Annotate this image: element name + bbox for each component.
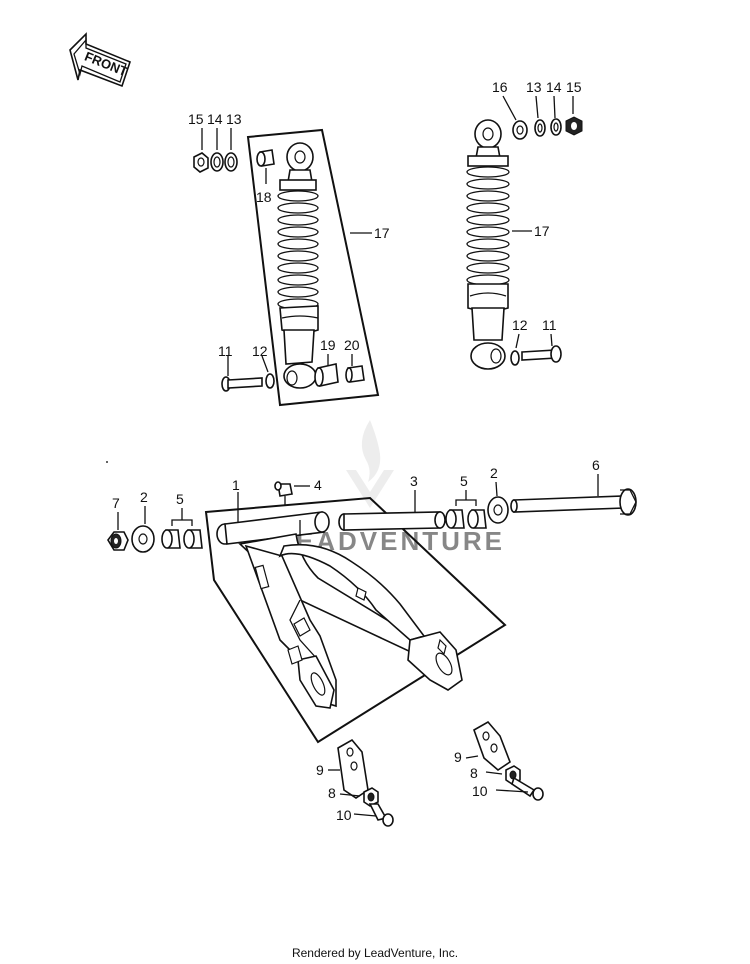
bushing-5-right-a xyxy=(445,509,465,529)
collar-18 xyxy=(256,149,275,167)
left-nut-15 xyxy=(193,152,209,173)
chain-adjuster-9-left xyxy=(337,738,369,799)
callout-13-left: 13 xyxy=(226,111,242,127)
grease-fitting-4 xyxy=(274,481,293,506)
nut-7 xyxy=(107,531,129,551)
callout-7: 7 xyxy=(112,495,120,511)
callout-14-left: 14 xyxy=(207,111,223,127)
callout-17-right: 17 xyxy=(534,223,550,239)
right-washer-13 xyxy=(534,119,546,137)
callout-16: 16 xyxy=(492,79,508,95)
callout-15-left: 15 xyxy=(188,111,204,127)
callout-8-left: 8 xyxy=(328,785,336,801)
left-shock-17 xyxy=(277,142,319,389)
callout-18: 18 xyxy=(256,189,272,205)
callout-2-left: 2 xyxy=(140,489,148,505)
bolt-10-right xyxy=(511,776,544,801)
callout-15-right: 15 xyxy=(566,79,582,95)
right-washer-16 xyxy=(512,120,528,140)
callout-1: 1 xyxy=(232,477,240,493)
left-washer-14 xyxy=(210,152,224,172)
bolt-10-left xyxy=(368,803,394,827)
front-arrow: FRONT xyxy=(69,32,131,88)
chain-adjuster-9-right xyxy=(473,720,511,772)
right-nut-15 xyxy=(565,116,583,136)
left-bolt-11 xyxy=(221,376,263,392)
callout-11-left: 11 xyxy=(218,343,233,359)
callout-17-left: 17 xyxy=(374,225,390,241)
callout-4: 4 xyxy=(314,477,322,493)
pivot-tube-3 xyxy=(338,511,446,531)
watermark-logo: LEADVENTURE xyxy=(277,420,502,556)
callout-11-right: 11 xyxy=(542,317,557,333)
left-shock-frame xyxy=(246,128,380,407)
swingarm-1 xyxy=(216,511,463,709)
right-washer-12 xyxy=(510,350,520,366)
callout-12-right: 12 xyxy=(512,317,528,333)
callout-14-right: 14 xyxy=(546,79,562,95)
right-bolt-11 xyxy=(521,345,562,363)
callout-9-right: 9 xyxy=(454,749,462,765)
bushing-19 xyxy=(314,363,339,387)
left-washer-13 xyxy=(224,152,238,172)
washer-2-right xyxy=(487,496,509,524)
callout-6: 6 xyxy=(592,457,600,473)
swingarm-frame xyxy=(204,496,507,744)
nut-8-left xyxy=(363,787,379,807)
bushing-5-right-b xyxy=(467,509,487,529)
right-washer-14 xyxy=(550,118,562,136)
callout-13-right: 13 xyxy=(526,79,542,95)
pivot-bolt-6 xyxy=(510,488,637,516)
bushing-20 xyxy=(345,365,365,383)
bushing-5-left-b xyxy=(183,529,203,549)
callout-3: 3 xyxy=(410,473,418,489)
callout-8-right: 8 xyxy=(470,765,478,781)
left-washer-12 xyxy=(265,373,275,389)
callout-2-right: 2 xyxy=(490,465,498,481)
callouts: 15 14 13 18 17 11 12 19 20 16 13 14 15 1… xyxy=(112,79,600,823)
callout-10-right: 10 xyxy=(472,783,488,799)
bushing-5-left-a xyxy=(161,529,181,549)
washer-2-left xyxy=(131,525,155,553)
right-shock-17 xyxy=(466,119,510,370)
callout-19: 19 xyxy=(320,337,336,353)
callout-5-right: 5 xyxy=(460,473,468,489)
callout-20: 20 xyxy=(344,337,360,353)
callout-9-left: 9 xyxy=(316,762,324,778)
callout-10-left: 10 xyxy=(336,807,352,823)
footer-text: Rendered by LeadVenture, Inc. xyxy=(292,946,458,960)
callout-5-left: 5 xyxy=(176,491,184,507)
callout-12-left: 12 xyxy=(252,343,268,359)
